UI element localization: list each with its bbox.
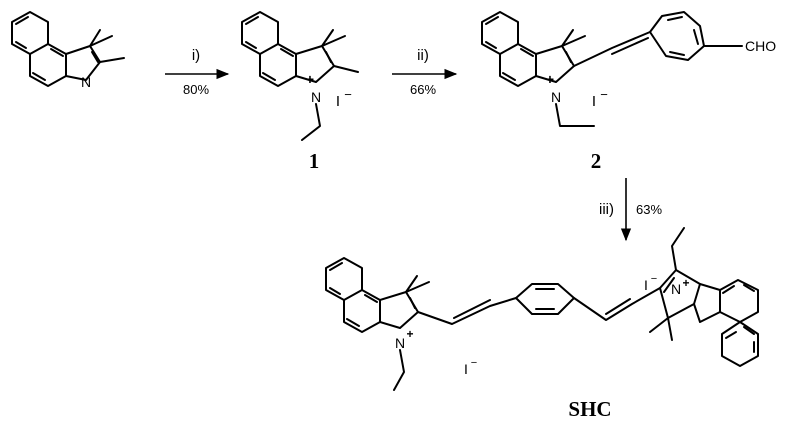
minus-charge: − xyxy=(344,87,352,102)
compound-2-structure: N + I − CHO 2 xyxy=(481,11,776,173)
step-iii-arrow-group: iii) 63% xyxy=(599,178,662,242)
plus-charge: + xyxy=(306,71,314,87)
step-iii-label: iii) xyxy=(599,201,614,218)
minus-charge: − xyxy=(471,357,477,369)
starting-material-structure: N xyxy=(11,11,125,90)
step-i-yield: 80% xyxy=(183,82,209,97)
step-iii-yield: 63% xyxy=(636,202,662,217)
n-atom: N xyxy=(551,89,561,105)
n-atom: N xyxy=(395,335,405,351)
minus-charge: − xyxy=(651,273,657,285)
compound-2-label: 2 xyxy=(591,149,602,173)
n-atom: N xyxy=(81,74,91,90)
step-i-arrow-group: i) 80% xyxy=(165,47,230,97)
step-ii-arrow-group: ii) 66% xyxy=(392,47,458,97)
plus-charge: + xyxy=(682,276,689,290)
aldehyde-group: CHO xyxy=(745,38,776,54)
shc-label: SHC xyxy=(568,397,611,421)
step-ii-label: ii) xyxy=(417,47,429,64)
iodide-ion: I xyxy=(336,93,340,110)
iodide-ion: I xyxy=(644,277,648,293)
n-atom: N xyxy=(671,281,681,297)
iodide-ion: I xyxy=(464,361,468,377)
compound-1-structure: N + I − 1 xyxy=(241,11,359,173)
plus-charge: + xyxy=(546,71,554,87)
iodide-ion: I xyxy=(592,93,596,110)
step-ii-yield: 66% xyxy=(410,82,436,97)
compound-1-label: 1 xyxy=(309,149,320,173)
step-i-label: i) xyxy=(192,47,200,64)
plus-charge: + xyxy=(406,327,413,341)
n-atom: N xyxy=(311,89,321,105)
minus-charge: − xyxy=(600,87,608,102)
shc-structure: N + I − N + I − SHC xyxy=(325,227,759,421)
